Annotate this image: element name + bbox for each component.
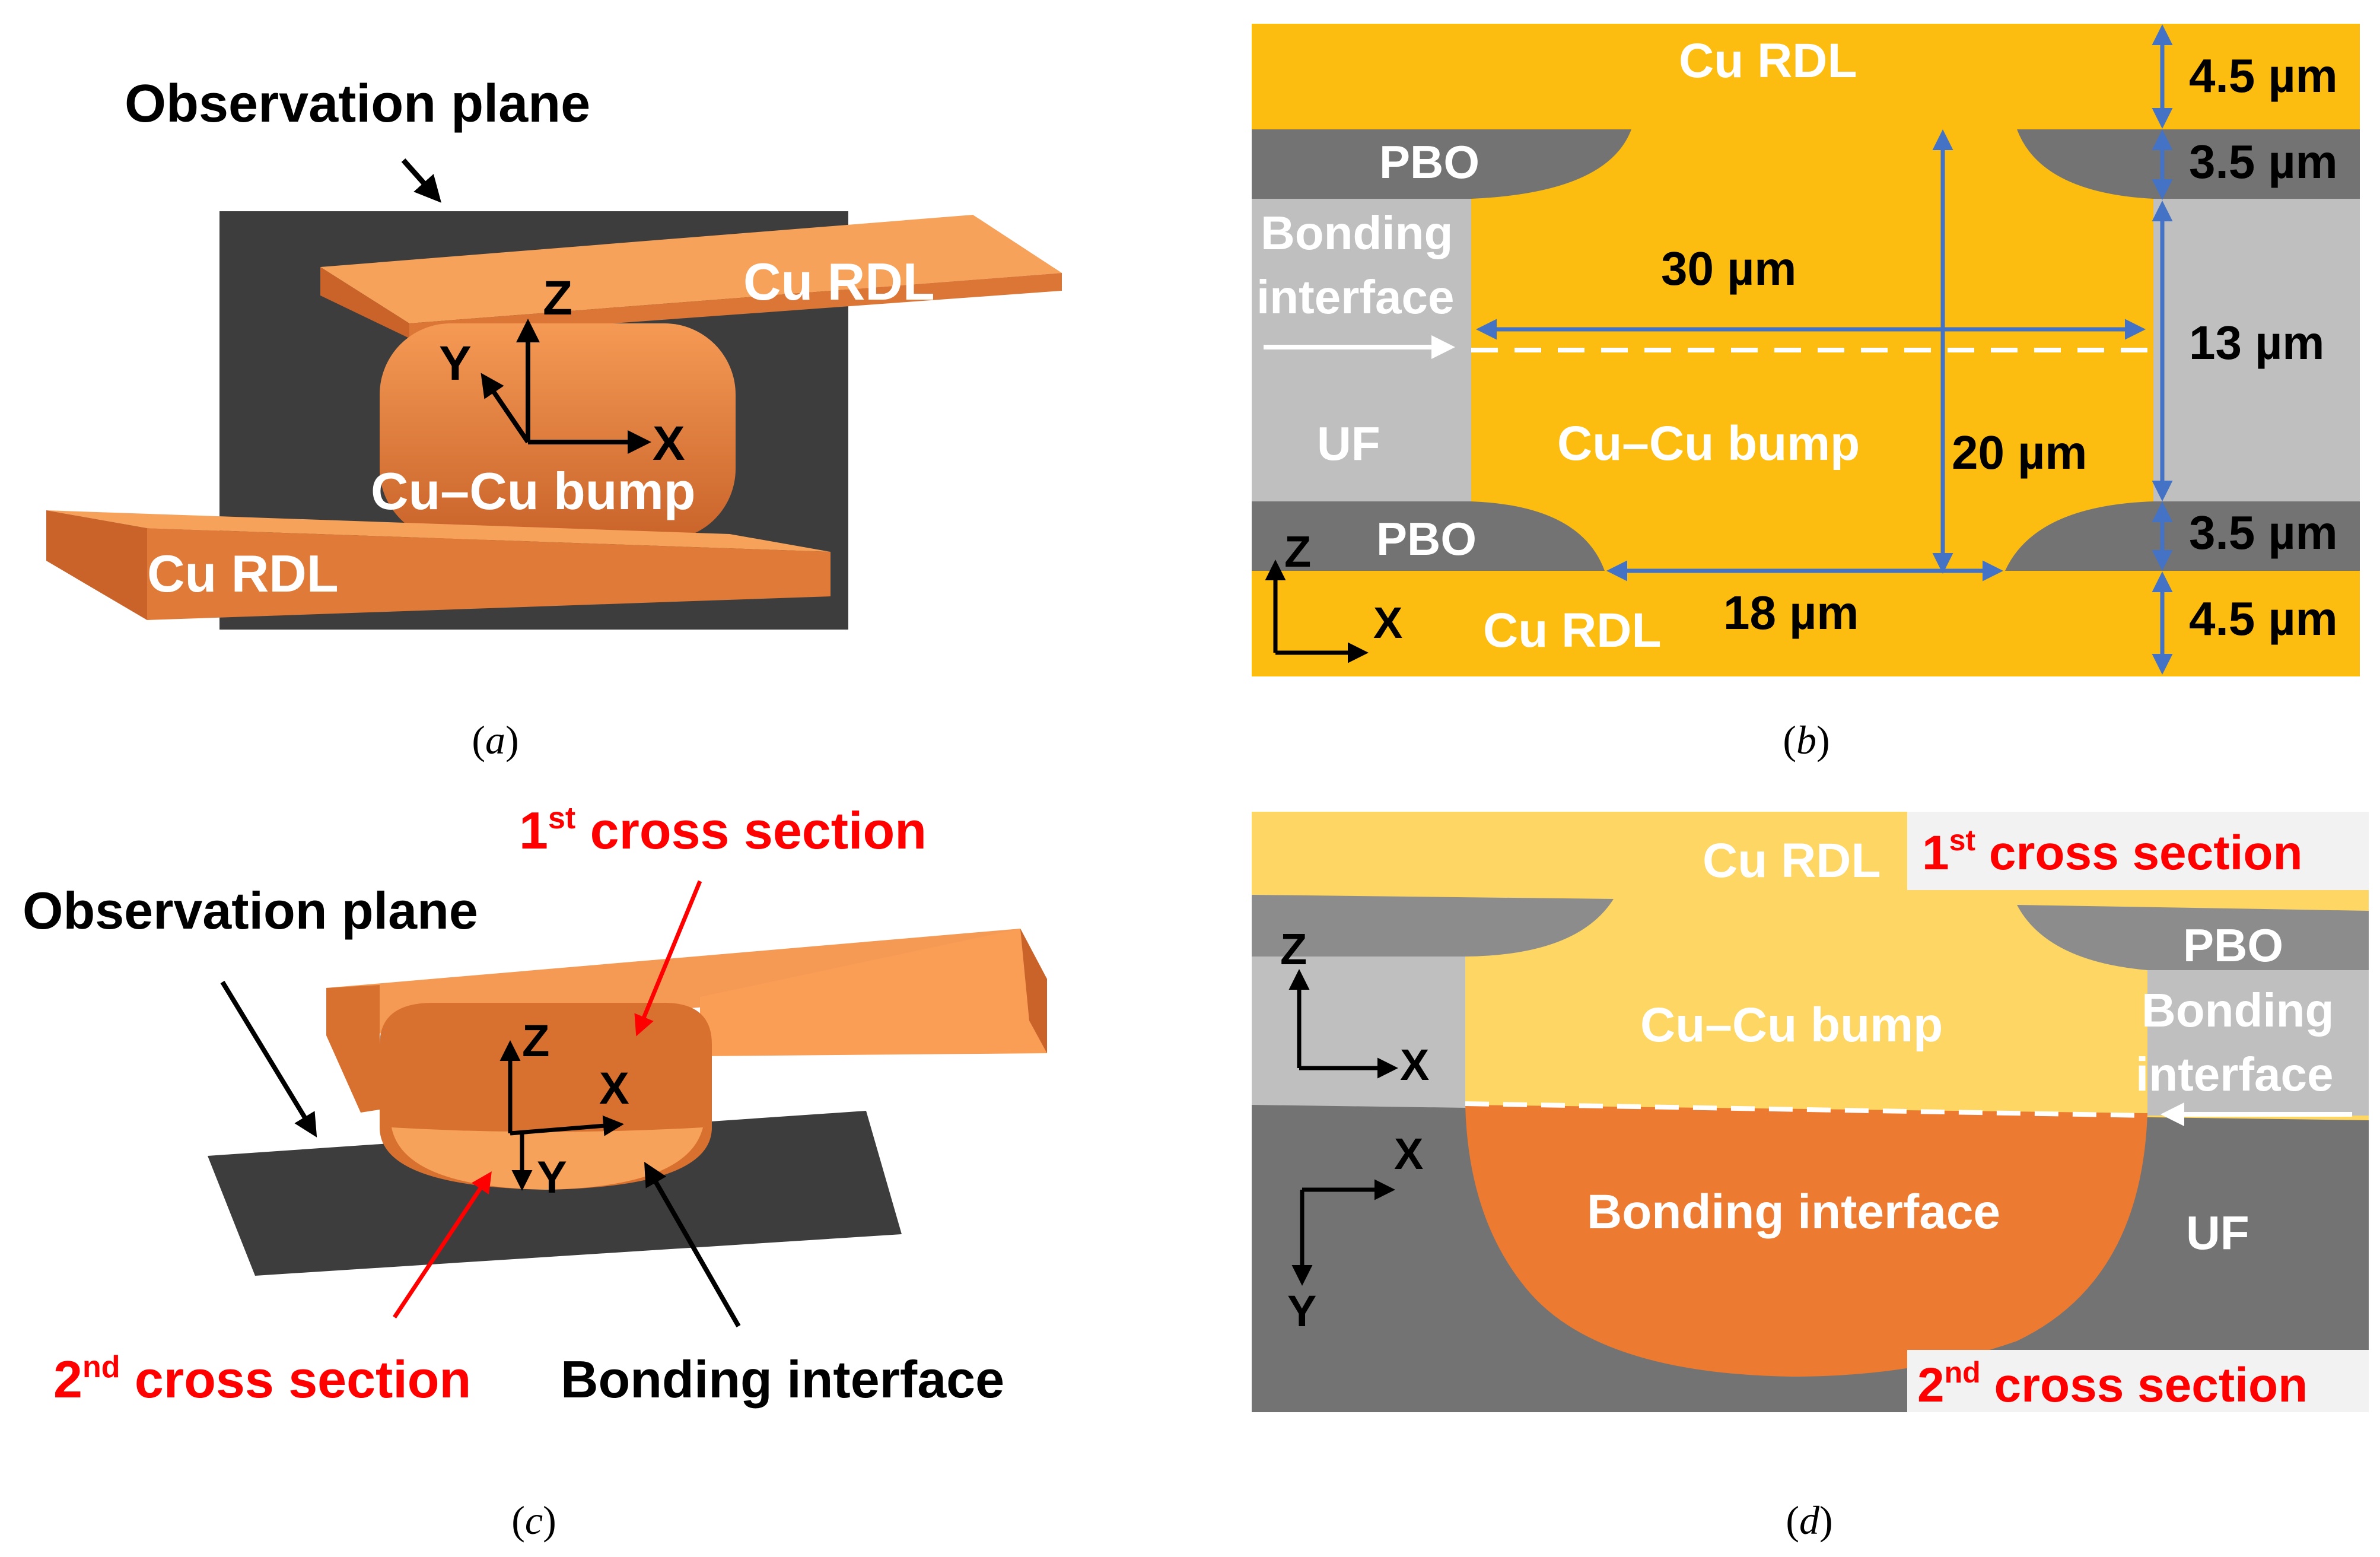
- bump-bottom-c: [392, 1127, 703, 1190]
- axis-y-label-c: Y: [537, 1152, 567, 1203]
- first-cross-label-d: 1st cross section: [1922, 824, 2303, 880]
- bonding-line2-label-d: interface: [2136, 1048, 2333, 1101]
- dim-bottom-pbo-label: 3.5 µm: [2189, 506, 2338, 559]
- dim-18-label: 18 µm: [1723, 586, 1859, 639]
- bonding-label-line2-b: interface: [1256, 271, 1454, 323]
- panel-d: Cu RDL 1st cross section PBO Bonding int…: [1252, 812, 2369, 1543]
- second-cross-box-d: [1907, 1350, 2369, 1412]
- axis-z-label-c: Z: [522, 1016, 549, 1066]
- dim-13-label: 13 µm: [2189, 316, 2324, 369]
- first-cross-arrow-c: [634, 880, 702, 1037]
- pbo-left-d: [1252, 895, 1614, 957]
- axis-x-lower-label-d: X: [1394, 1129, 1423, 1178]
- bonding-interface-label-d: Bonding interface: [1587, 1185, 2000, 1239]
- pbo-bottom-label-b: PBO: [1376, 513, 1477, 565]
- observation-plane-label-c: Observation plane: [23, 881, 478, 940]
- cu-rdl-top-a-face: [320, 215, 1062, 323]
- axis-x-c: [510, 1115, 624, 1136]
- cu-rdl-top-label-a: Cu RDL: [743, 252, 935, 311]
- pbo-top-left-b: [1252, 129, 1631, 199]
- pbo-top-right-b: [2017, 129, 2360, 199]
- uf-right-b: [2153, 199, 2360, 501]
- second-cross-label-d: 2nd cross section: [1917, 1356, 2308, 1412]
- caption-d: (d): [1786, 1498, 1832, 1543]
- second-cross-arrow-c: [393, 1171, 492, 1318]
- axis-y-label-a: Y: [439, 336, 472, 390]
- cu-rdl-bottom-a-face: [46, 510, 831, 552]
- first-cross-box-d: [1907, 812, 2369, 890]
- axis-x-label-c: X: [599, 1063, 629, 1114]
- cu-rdl-top-a-side: [320, 267, 409, 338]
- cu-cu-bump-a: [380, 323, 736, 540]
- bump-label-d: Cu–Cu bump: [1640, 998, 1943, 1052]
- axis-z-label-a: Z: [543, 271, 572, 325]
- cu-rdl-bottom-a-front: [147, 528, 831, 620]
- pbo-label-d: PBO: [2183, 919, 2283, 971]
- uf-left-light-d: [1252, 957, 1465, 1108]
- cu-rdl-top-c-side: [1020, 929, 1047, 1053]
- cu-rdl-label-d: Cu RDL: [1703, 834, 1881, 888]
- cu-rdl-bottom-a-side: [46, 510, 147, 620]
- cu-rdl-top-c-front-right: [700, 929, 1047, 1056]
- caption-b: (b): [1783, 717, 1829, 762]
- caption-c: (c): [511, 1498, 556, 1543]
- pbo-right-d: [2017, 905, 2369, 973]
- dim-top-rdl-label: 4.5 µm: [2189, 49, 2338, 102]
- observation-plane-arrow-a: [401, 158, 441, 203]
- bonding-interface-arrow-c: [644, 1162, 741, 1327]
- dim-20-label: 20 µm: [1952, 426, 2087, 479]
- pbo-bottom-left-b: [1252, 501, 1605, 571]
- panel-b: Cu RDL Cu RDL PBO PBO Bonding interface …: [1252, 24, 2360, 762]
- axis-y-label-d: Y: [1287, 1286, 1316, 1336]
- cu-rdl-bottom-label-a: Cu RDL: [147, 544, 339, 603]
- caption-a: (a): [472, 717, 518, 762]
- bonding-interface-shape-d: [1465, 1105, 2147, 1377]
- cu-rdl-bottom-label-b: Cu RDL: [1483, 603, 1662, 657]
- bonding-line1-label-d: Bonding: [2142, 984, 2334, 1037]
- axis-z-label-b: Z: [1284, 527, 1311, 576]
- observation-plane-label-a: Observation plane: [125, 74, 590, 134]
- bonding-label-line1-b: Bonding: [1261, 206, 1453, 259]
- axis-z-label-d: Z: [1280, 924, 1307, 974]
- pbo-bottom-right-b: [2005, 501, 2360, 571]
- panel-c: 1st cross section Observation plane 2nd …: [23, 801, 1047, 1543]
- axis-x-upper-label-d: X: [1400, 1040, 1429, 1089]
- cu-rdl-top-c-front-left: [326, 985, 380, 1113]
- bump-label-a: Cu–Cu bump: [371, 462, 696, 520]
- axis-y-a: [481, 373, 530, 444]
- observation-plane-arrow-c: [220, 980, 317, 1137]
- uf-label-b: UF: [1317, 417, 1380, 470]
- first-cross-label-c: 1st cross section: [519, 801, 927, 860]
- dim-bottom-rdl-label: 4.5 µm: [2189, 592, 2338, 645]
- dim-30-label: 30 µm: [1661, 242, 1796, 295]
- cu-rdl-top-a-front: [409, 273, 1062, 338]
- observation-plane-c: [208, 1111, 902, 1276]
- bump-label-b: Cu–Cu bump: [1557, 417, 1860, 471]
- axis-x-label-b: X: [1373, 598, 1402, 647]
- uf-right-light-d: [2147, 970, 2369, 1116]
- dim-top-pbo-label: 3.5 µm: [2189, 135, 2338, 188]
- cu-rdl-top-label-b: Cu RDL: [1679, 34, 1857, 88]
- pbo-top-label-b: PBO: [1379, 136, 1479, 188]
- second-cross-label-c: 2nd cross section: [53, 1350, 471, 1409]
- uf-label-d: UF: [2186, 1206, 2249, 1259]
- panel-a: Observation plane Cu RDL Cu RDL Cu–Cu bu…: [46, 74, 1062, 762]
- bonding-interface-label-c: Bonding interface: [561, 1350, 1004, 1409]
- axis-x-label-a: X: [653, 417, 685, 471]
